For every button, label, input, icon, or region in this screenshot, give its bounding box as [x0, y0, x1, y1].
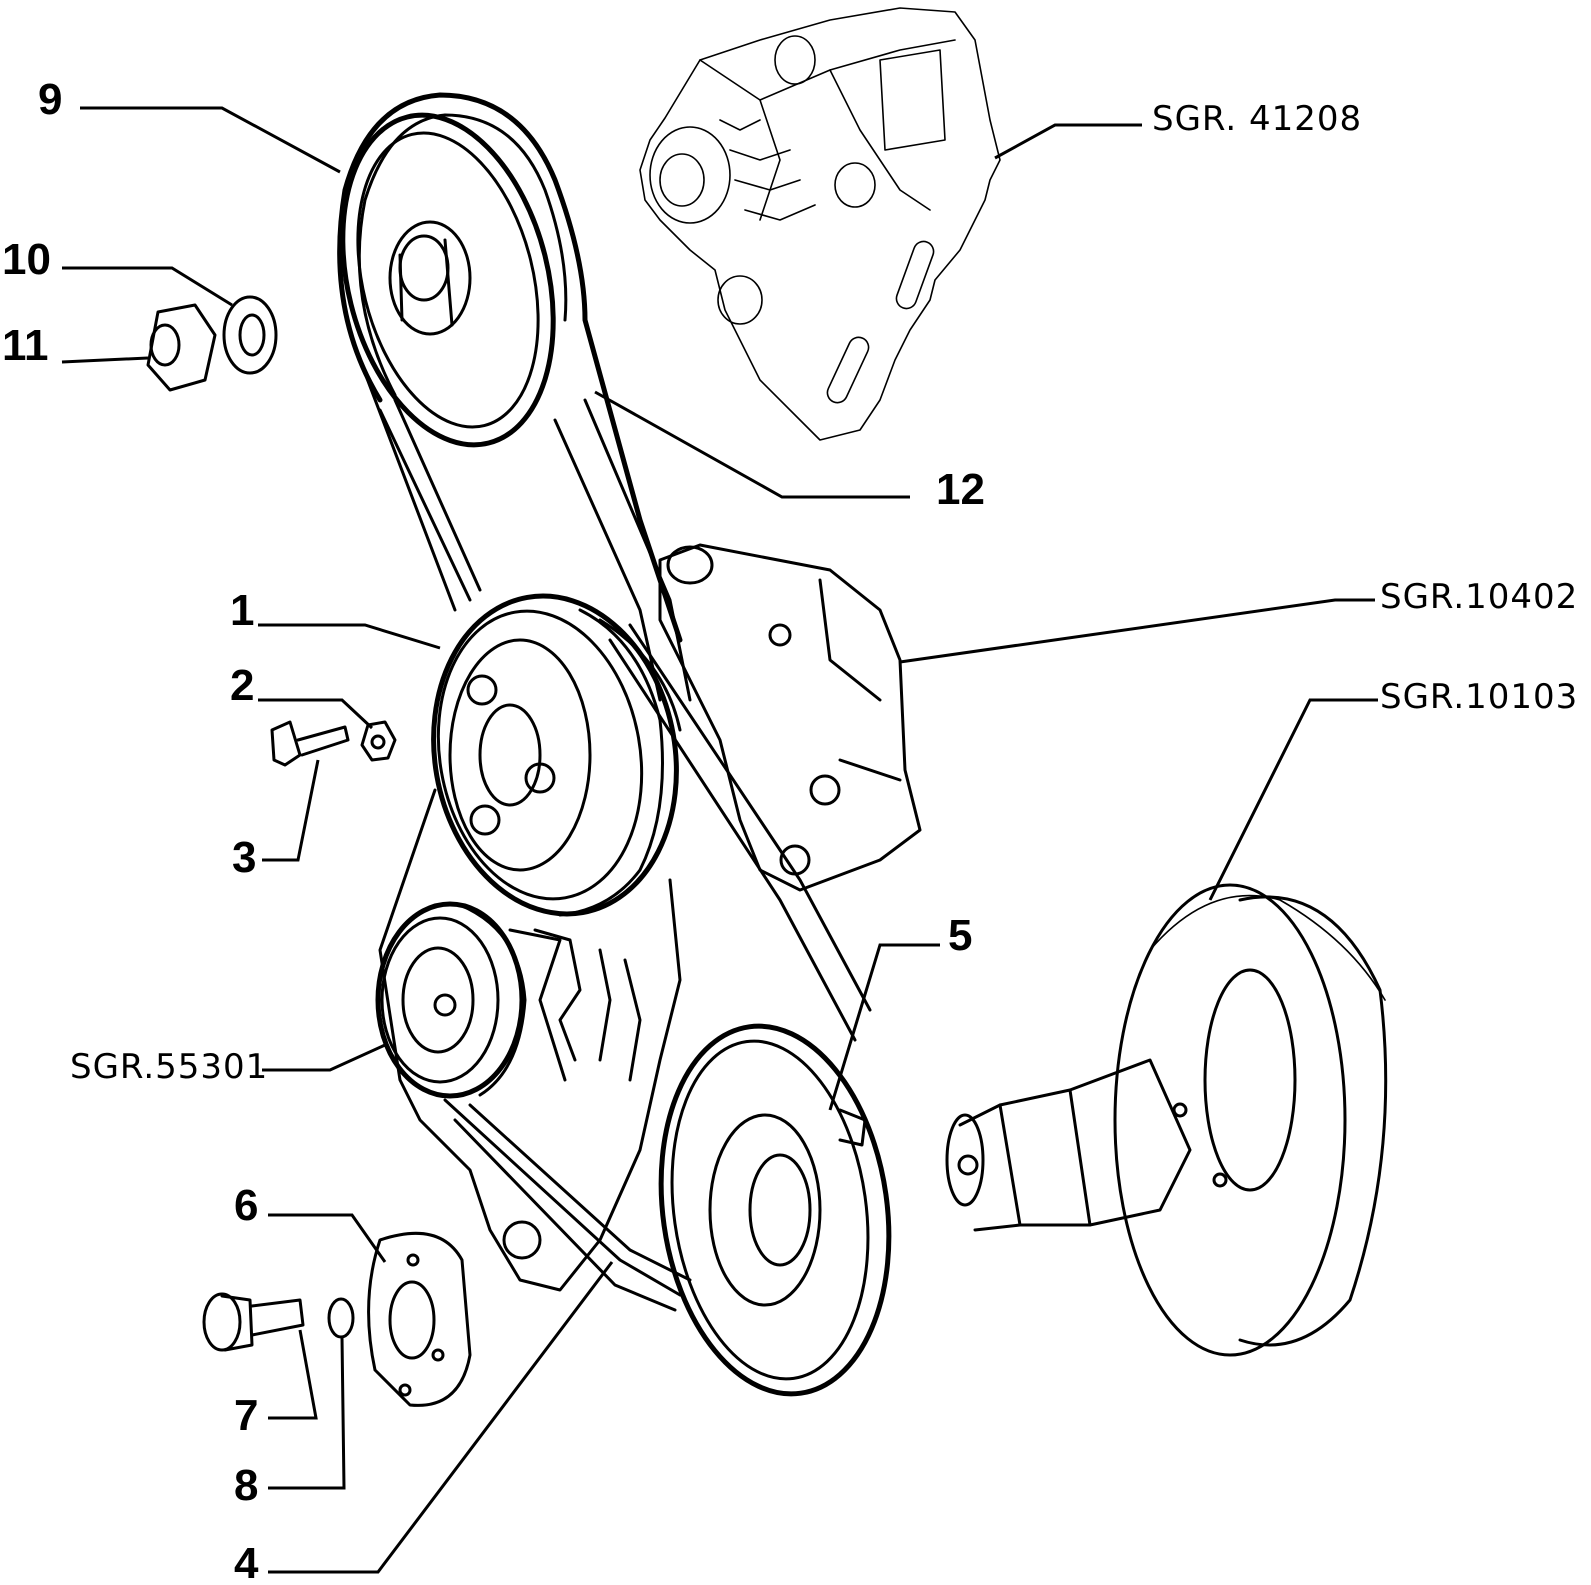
callout-9: 9 [38, 75, 62, 124]
callout-6: 6 [234, 1181, 258, 1230]
upper-pulley-drawing [337, 92, 683, 643]
crankshaft-hub-drawing [945, 883, 1388, 1357]
leader-sgr-10103 [1208, 698, 1378, 901]
reference-sgr-41208: SGR. 41208 [1152, 99, 1362, 139]
callout-11: 11 [2, 321, 49, 370]
leader-sgr-10402 [899, 598, 1375, 664]
reference-sgr-55301: SGR.55301 [70, 1047, 268, 1087]
leader-7 [268, 1329, 318, 1420]
leader-4 [268, 1261, 614, 1574]
leader-1 [258, 623, 441, 650]
nut-and-washer-drawing [146, 295, 278, 392]
leader-3 [262, 759, 320, 862]
leader-sgr-41208 [994, 123, 1142, 160]
reference-sgr-10103: SGR.10103 [1380, 677, 1578, 717]
callout-1: 1 [230, 586, 254, 635]
callout-10: 10 [2, 235, 51, 284]
leader-2 [258, 698, 374, 730]
leader-5 [828, 943, 940, 1111]
engine-cover-drawing [378, 788, 682, 1292]
callout-7: 7 [234, 1391, 258, 1440]
bolt-washer-plate-drawing [202, 1231, 472, 1407]
leader-10 [62, 266, 233, 307]
bolt-and-nut-drawing [270, 720, 397, 767]
idler-pulley-drawing [375, 901, 527, 1099]
callout-4: 4 [234, 1539, 259, 1585]
reference-sgr-10402: SGR.10402 [1380, 577, 1578, 617]
power-steering-pump-drawing [639, 7, 1001, 441]
callout-2: 2 [230, 661, 254, 710]
leader-9 [80, 106, 341, 174]
drive-belt-drawing [358, 358, 872, 1312]
callout-5: 5 [948, 911, 972, 960]
callout-labels: 9 10 11 12 1 2 3 5 6 7 8 4 SGR. 41208 SG… [2, 75, 1578, 1585]
leader-8 [268, 1336, 346, 1490]
water-pump-housing-drawing [658, 543, 922, 892]
leader-sgr-55301 [262, 1043, 386, 1072]
water-pump-pulley-drawing [431, 593, 682, 917]
leader-12 [594, 390, 910, 499]
crankshaft-pulley-drawing [658, 1023, 892, 1397]
leader-11 [61, 356, 149, 364]
callout-8: 8 [234, 1461, 258, 1510]
leader-6 [268, 1213, 387, 1263]
callout-12: 12 [936, 465, 985, 514]
leader-lines [61, 106, 1378, 1574]
callout-3: 3 [232, 833, 256, 882]
